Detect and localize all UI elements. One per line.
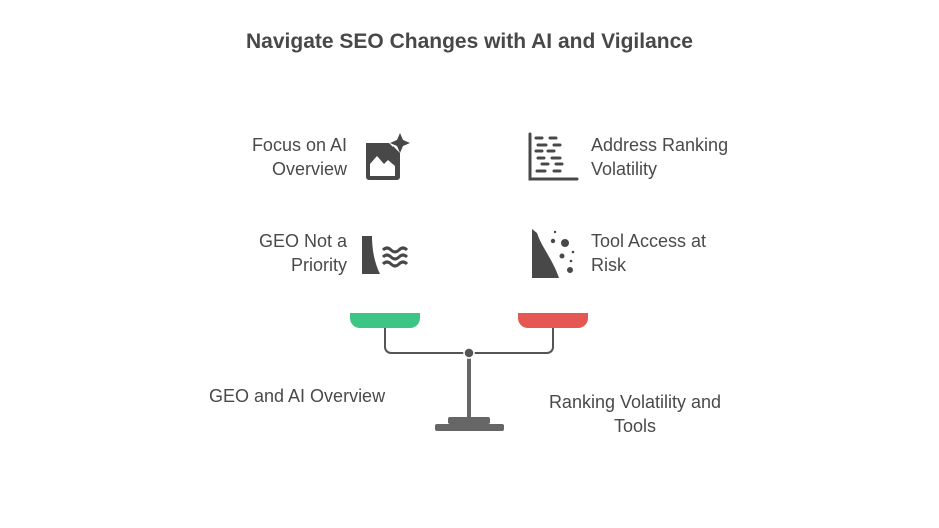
right-pan (518, 313, 588, 328)
label-line: GEO Not a (258, 231, 347, 251)
caption-line: Ranking Volatility and (548, 392, 722, 412)
balance-pole (467, 353, 471, 418)
balance-base-bottom (435, 424, 504, 431)
label-line: Tool Access at (591, 231, 707, 251)
label-line: Overview (271, 159, 347, 179)
diagram-title: Navigate SEO Changes with AI and Vigilan… (246, 30, 693, 53)
caption-line: Tools (613, 416, 657, 436)
label-line: Address Ranking (591, 135, 729, 155)
right-item-2-label: Tool Access at Risk (591, 229, 706, 277)
scatter-dashes-chart-icon (528, 132, 579, 181)
pivot-dot (463, 347, 475, 359)
left-item-1-label: Focus on AI Overview (252, 133, 347, 181)
left-caption: GEO and AI Overview (209, 386, 386, 406)
balance-base-top (448, 417, 490, 424)
left-pan (350, 313, 420, 328)
dam-water-icon (362, 236, 409, 274)
label-line: Risk (591, 255, 626, 275)
image-sparkle-icon (366, 133, 410, 180)
label-line: Volatility (591, 159, 658, 179)
landslide-icon (532, 229, 575, 278)
left-item-2-label: GEO Not a Priority (259, 229, 347, 277)
label-line: Focus on AI (251, 135, 347, 155)
label-line: Priority (290, 255, 347, 275)
